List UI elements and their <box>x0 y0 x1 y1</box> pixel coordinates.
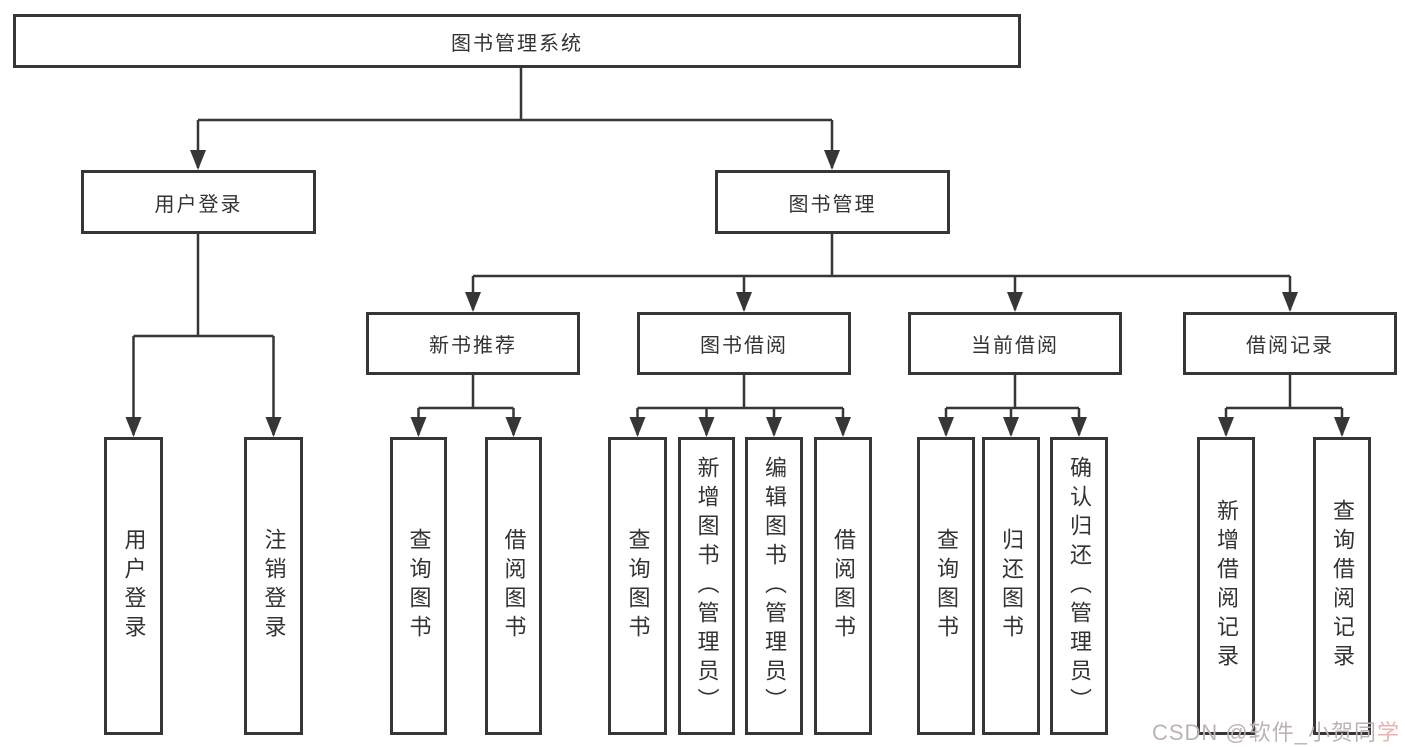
arrowhead <box>1282 292 1298 312</box>
csdn-watermark-tail: 学 <box>1376 720 1400 745</box>
node-nbr-query-books-label: 查询图书 <box>406 528 432 644</box>
node-br-add-record-label: 新增借阅记录 <box>1214 499 1239 673</box>
arrowhead <box>410 417 427 437</box>
node-br-query-record: 查询借阅记录 <box>1313 437 1371 735</box>
node-bb-query-books-label: 查询图书 <box>625 528 651 644</box>
node-new-book-recommend: 新书推荐 <box>366 312 580 375</box>
node-br-query-record-label: 查询借阅记录 <box>1330 499 1355 673</box>
node-bb-edit-books: 编辑图书（管理员） <box>745 437 803 735</box>
node-nbr-query-books: 查询图书 <box>390 437 447 735</box>
node-new-book-recommend-label: 新书推荐 <box>429 335 517 357</box>
node-book-borrowing-label: 图书借阅 <box>700 335 788 357</box>
node-leaf-user-login: 用户登录 <box>104 437 163 735</box>
node-leaf-logout: 注销登录 <box>244 437 303 735</box>
arrowhead <box>265 417 282 437</box>
node-book-borrowing: 图书借阅 <box>637 312 851 375</box>
node-root-label: 图书管理系统 <box>451 32 583 55</box>
arrowhead <box>835 417 851 437</box>
arrowhead <box>1007 292 1023 312</box>
arrowhead <box>505 417 522 437</box>
node-cb-query-books: 查询图书 <box>917 437 975 735</box>
node-borrowing-records-label: 借阅记录 <box>1246 335 1334 357</box>
node-bb-borrow-books-label: 借阅图书 <box>831 528 856 644</box>
arrowhead <box>824 150 840 170</box>
arrowhead <box>629 417 646 437</box>
node-book-management: 图书管理 <box>715 170 950 234</box>
node-bb-edit-books-label: 编辑图书（管理员） <box>762 455 787 717</box>
node-user-login: 用户登录 <box>81 170 316 234</box>
node-root: 图书管理系统 <box>13 14 1021 68</box>
node-cb-confirm-return-label: 确认归还（管理员） <box>1067 455 1092 717</box>
node-user-login-label: 用户登录 <box>154 193 243 216</box>
node-leaf-logout-label: 注销登录 <box>261 528 287 644</box>
node-br-add-record: 新增借阅记录 <box>1197 437 1255 735</box>
node-nbr-borrow-books-label: 借阅图书 <box>501 528 527 644</box>
arrowhead <box>698 417 715 437</box>
node-cb-return-books: 归还图书 <box>982 437 1040 735</box>
arrowhead <box>465 292 481 312</box>
arrowhead <box>1334 417 1350 437</box>
node-borrowing-records: 借阅记录 <box>1183 312 1397 375</box>
node-cb-confirm-return: 确认归还（管理员） <box>1050 437 1108 735</box>
csdn-watermark-main: CSDN @软件_小贺同 <box>1151 720 1377 745</box>
node-current-borrowing-label: 当前借阅 <box>971 335 1059 357</box>
tree-edges <box>132 68 1344 435</box>
node-bb-add-books-label: 新增图书（管理员） <box>694 455 720 717</box>
arrowhead <box>190 150 206 170</box>
node-bb-borrow-books: 借阅图书 <box>814 437 872 735</box>
arrowhead <box>736 292 752 312</box>
arrowhead-group <box>125 150 1350 437</box>
node-cb-query-books-label: 查询图书 <box>934 528 959 644</box>
arrowhead <box>938 417 954 437</box>
csdn-watermark: CSDN @软件_小贺同学 <box>1152 715 1400 747</box>
arrowhead <box>766 417 782 437</box>
node-nbr-borrow-books: 借阅图书 <box>485 437 542 735</box>
node-cb-return-books-label: 归还图书 <box>999 528 1024 644</box>
node-bb-query-books: 查询图书 <box>608 437 667 735</box>
arrowhead <box>1003 417 1019 437</box>
node-leaf-user-login-label: 用户登录 <box>121 528 147 644</box>
arrowhead <box>125 417 142 437</box>
node-current-borrowing: 当前借阅 <box>908 312 1122 375</box>
node-book-management-label: 图书管理 <box>788 193 877 216</box>
arrowhead <box>1071 417 1087 437</box>
arrowhead <box>1218 417 1234 437</box>
node-bb-add-books: 新增图书（管理员） <box>678 437 735 735</box>
